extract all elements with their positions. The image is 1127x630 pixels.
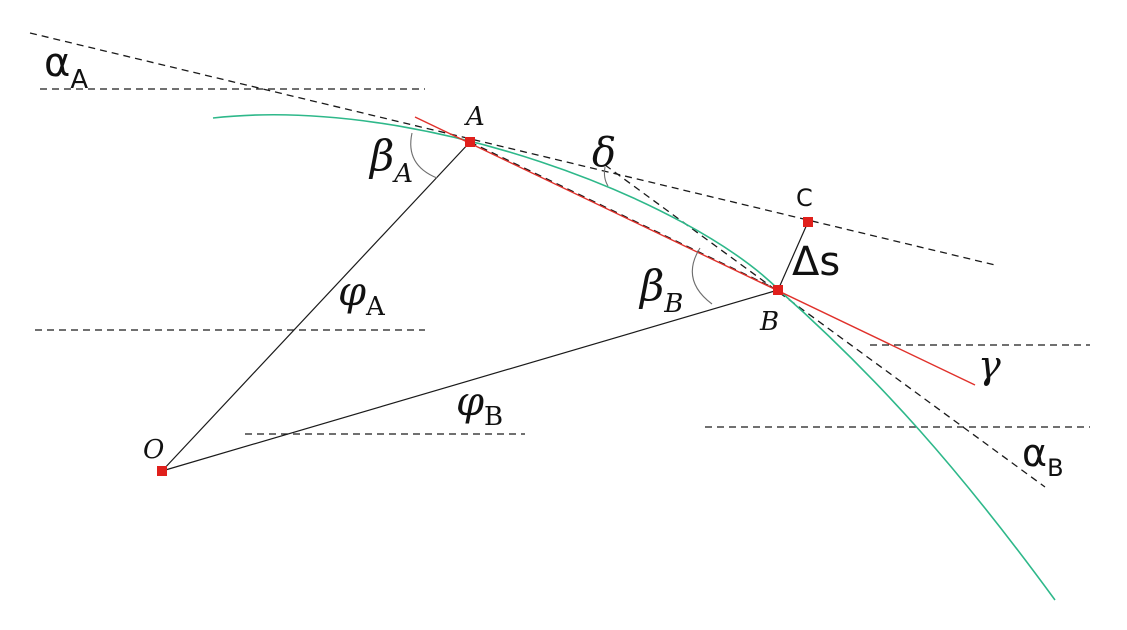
label-beta-b: βB bbox=[638, 261, 683, 319]
label-phi-b: φB bbox=[456, 379, 503, 432]
label-delta-s: Δs bbox=[792, 239, 840, 285]
point-o-marker bbox=[157, 466, 167, 476]
radius-o-b bbox=[161, 289, 779, 472]
tangent-line-a bbox=[29, 32, 996, 266]
trajectory-curve bbox=[212, 114, 1056, 601]
label-delta: δ bbox=[592, 130, 616, 176]
label-point-o: O bbox=[143, 435, 164, 465]
point-c-marker bbox=[803, 217, 813, 227]
label-point-b: B bbox=[759, 307, 779, 337]
angle-arc-delta bbox=[603, 166, 609, 187]
point-a-marker bbox=[465, 137, 475, 147]
label-beta-a: βA bbox=[368, 131, 413, 189]
label-alpha-a: αA bbox=[44, 40, 88, 95]
label-alpha-b: αB bbox=[1022, 431, 1064, 482]
label-point-a: A bbox=[464, 102, 485, 132]
red-secant-line bbox=[414, 116, 976, 386]
dashed-chord-a-b bbox=[469, 141, 779, 291]
tangent-line-b bbox=[604, 164, 1046, 488]
radius-o-a bbox=[161, 141, 471, 472]
label-point-c: C bbox=[796, 184, 813, 212]
label-gamma: γ bbox=[978, 343, 1001, 387]
label-phi-a: φA bbox=[338, 269, 386, 322]
segment-b-c bbox=[777, 221, 809, 291]
point-b-marker bbox=[773, 285, 783, 295]
angle-arc-beta-b bbox=[691, 247, 713, 305]
angle-arc-beta-a bbox=[410, 132, 438, 179]
